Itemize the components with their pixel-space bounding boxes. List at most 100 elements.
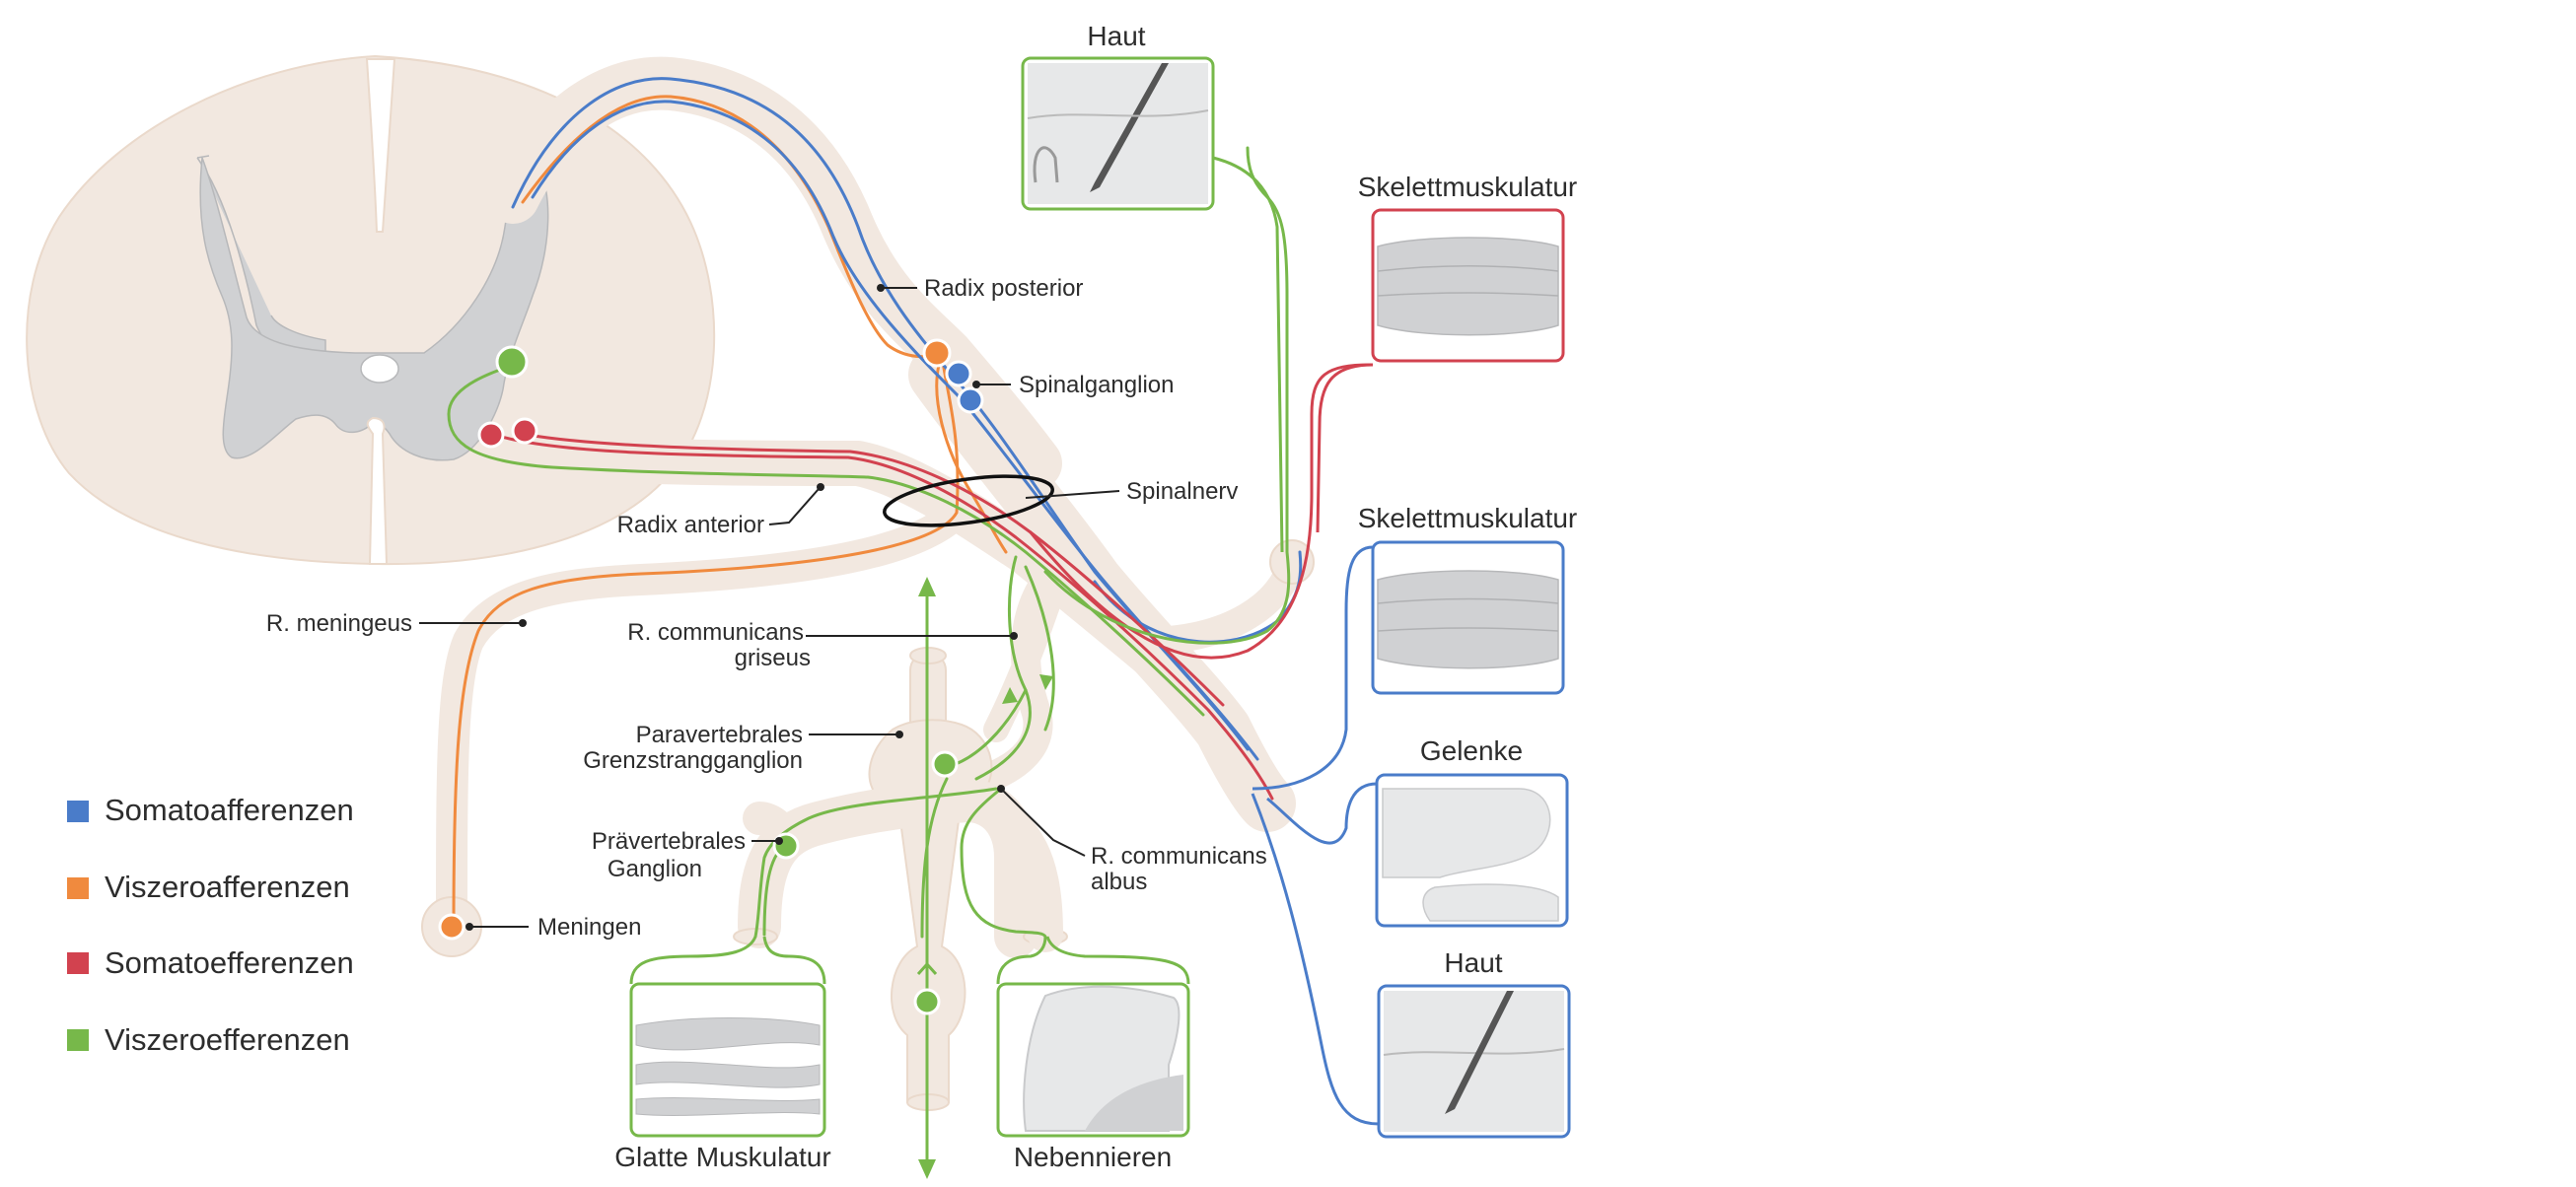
legend-item-viszeroafferenzen: Viszeroafferenzen bbox=[67, 870, 350, 904]
haut-bottom-hair-icon bbox=[1445, 991, 1514, 1114]
haut-bottom-nerve bbox=[1251, 793, 1380, 1126]
glatte-connector bbox=[629, 936, 757, 985]
label-r-meningeus: R. meningeus bbox=[266, 610, 412, 637]
glatte-title: Glatte Muskulatur bbox=[614, 1142, 830, 1172]
fiber-visceroefferent-trunk-left bbox=[920, 777, 949, 939]
spinal-cord-outline bbox=[26, 54, 716, 566]
leader-radix-anterior bbox=[768, 488, 820, 525]
label-radix-anterior: Radix anterior bbox=[617, 512, 764, 538]
spinalnerv-ring bbox=[883, 474, 1054, 527]
legend-label-somatoefferenzen: Somatoefferenzen bbox=[105, 945, 354, 980]
fiber-visceroafferent-peripheral bbox=[935, 353, 1008, 554]
skelett-2-title: Skelettmuskulatur bbox=[1358, 503, 1578, 533]
leader-radix-anterior-dot bbox=[817, 483, 824, 491]
leader-r-meningeus-dot bbox=[519, 619, 527, 627]
arrow-chevron-trunk-icon bbox=[916, 961, 938, 976]
target-glatte-muskulatur: Glatte Muskulatur bbox=[614, 936, 831, 1172]
legend-swatch-somatoafferenzen bbox=[67, 801, 89, 822]
nerve-sheaths bbox=[421, 56, 1315, 957]
r-communicantes-sheath-2 bbox=[983, 569, 1068, 742]
arrow-down-icon bbox=[918, 1159, 936, 1179]
neben-connector bbox=[996, 936, 1047, 985]
label-r-communicans-griseus-1: R. communicans bbox=[627, 619, 804, 646]
legend-item-somatoefferenzen: Somatoefferenzen bbox=[67, 945, 354, 980]
soma-paravertebral-ganglion bbox=[931, 750, 959, 778]
target-skelettmuskulatur-1: Skelettmuskulatur bbox=[1316, 172, 1578, 533]
leader-spinalganglion-dot bbox=[972, 381, 980, 388]
label-spinalnerv: Spinalnerv bbox=[1126, 478, 1238, 505]
somata bbox=[438, 338, 984, 1015]
leader-paravertebrales-dot bbox=[895, 731, 903, 738]
fiber-visceroefferent-nebenniere bbox=[960, 787, 1047, 939]
legend-label-viszeroefferenzen: Viszeroefferenzen bbox=[105, 1022, 350, 1057]
gelenke-nerve bbox=[1266, 782, 1378, 845]
soma-somatoefferent-1 bbox=[477, 421, 505, 449]
label-meningen: Meningen bbox=[537, 914, 641, 941]
soma-somatoafferent-2 bbox=[957, 386, 984, 414]
anterior-median-fissure bbox=[366, 416, 389, 565]
neben-connector-right bbox=[1045, 936, 1190, 985]
gelenke-bone-lower-icon bbox=[1422, 883, 1559, 922]
gelenke-bone-icon bbox=[1382, 788, 1551, 878]
haut-top-skin-layer bbox=[1027, 109, 1209, 119]
soma-somatoafferent-1 bbox=[945, 360, 972, 387]
soma-trunk-lower bbox=[913, 988, 941, 1015]
label-spinalganglion: Spinalganglion bbox=[1019, 372, 1174, 398]
target-gelenke: Gelenke bbox=[1266, 735, 1569, 928]
target-haut-top: Haut bbox=[1021, 21, 1284, 553]
leader-radix-posterior-dot bbox=[877, 284, 885, 292]
spinal-nerve-diagram: Haut Skelettmuskulatur Skelettmuskulatur… bbox=[26, 21, 1578, 1179]
skelett-1-muscle-lines bbox=[1377, 265, 1559, 297]
skelett-1-title: Skelettmuskulatur bbox=[1358, 172, 1578, 202]
legend-swatch-viszeroafferenzen bbox=[67, 877, 89, 899]
glatte-connector-right bbox=[762, 936, 826, 985]
label-r-communicans-griseus-2: griseus bbox=[735, 645, 811, 671]
spinal-nerve-sheath bbox=[908, 346, 1296, 832]
arrows bbox=[916, 577, 1053, 1179]
leader-r-communicans-albus bbox=[1000, 788, 1086, 857]
annotations: Radix posterior Spinalganglion Spinalner… bbox=[266, 275, 1267, 941]
central-canal bbox=[360, 354, 399, 384]
haut-bottom-skin-layer bbox=[1383, 1048, 1565, 1056]
neben-title: Nebennieren bbox=[1014, 1142, 1172, 1172]
label-praevertebrales-2: Ganglion bbox=[608, 856, 702, 882]
haut-top-title: Haut bbox=[1087, 21, 1145, 51]
label-radix-posterior: Radix posterior bbox=[924, 275, 1083, 302]
haut-bottom-title: Haut bbox=[1444, 947, 1502, 978]
label-r-communicans-albus-1: R. communicans bbox=[1091, 843, 1267, 870]
legend-label-viszeroafferenzen: Viszeroafferenzen bbox=[105, 870, 350, 904]
legend: Somatoafferenzen Viszeroafferenzen Somat… bbox=[67, 793, 354, 1057]
legend-swatch-viszeroefferenzen bbox=[67, 1029, 89, 1051]
label-paravertebrales-1: Paravertebrales bbox=[636, 722, 803, 748]
leader-meningen-dot bbox=[465, 923, 473, 931]
arrow-up-icon bbox=[918, 577, 936, 596]
leader-spinalnerv bbox=[1025, 490, 1120, 499]
leader-r-communicans-albus-dot bbox=[997, 785, 1005, 793]
fiber-visceroefferent-main bbox=[447, 363, 1205, 717]
fiber-somatoefferent-skelett-1 bbox=[1029, 363, 1373, 660]
legend-item-viszeroefferenzen: Viszeroefferenzen bbox=[67, 1022, 350, 1057]
soma-visceroefferent-lateral-horn bbox=[495, 345, 529, 379]
haut-top-hair-icon bbox=[1090, 63, 1169, 192]
skelett-1-nerve bbox=[1316, 363, 1374, 533]
grey-matter-butterfly bbox=[199, 157, 549, 461]
meningeal-branch-sheath bbox=[436, 497, 972, 943]
skelett-2-muscle-icon bbox=[1377, 570, 1559, 669]
label-paravertebrales-2: Grenzstrangganglion bbox=[583, 747, 803, 774]
haut-top-image bbox=[1028, 63, 1208, 204]
soma-visceroafferent-ganglion bbox=[922, 338, 952, 368]
legend-swatch-somatoefferenzen bbox=[67, 952, 89, 974]
spinal-cord-section bbox=[26, 54, 716, 566]
arrow-rami-2-icon bbox=[1039, 674, 1053, 690]
glatte-muscle-icon bbox=[635, 1017, 821, 1116]
fiber-visceroefferent-prevert bbox=[753, 787, 998, 939]
target-haut-bottom: Haut bbox=[1251, 793, 1571, 1139]
neben-organ-medulla bbox=[1085, 1075, 1183, 1131]
target-nebennieren: Nebennieren bbox=[996, 936, 1190, 1172]
skelett-2-nerve bbox=[1252, 545, 1374, 791]
fibers bbox=[447, 77, 1373, 1175]
haut-top-nerve bbox=[1212, 156, 1284, 553]
spinal-cord-posterior-notch bbox=[365, 58, 396, 233]
leader-praevertebrales-dot bbox=[775, 837, 783, 845]
prevertebral-right-limb bbox=[968, 791, 1063, 952]
